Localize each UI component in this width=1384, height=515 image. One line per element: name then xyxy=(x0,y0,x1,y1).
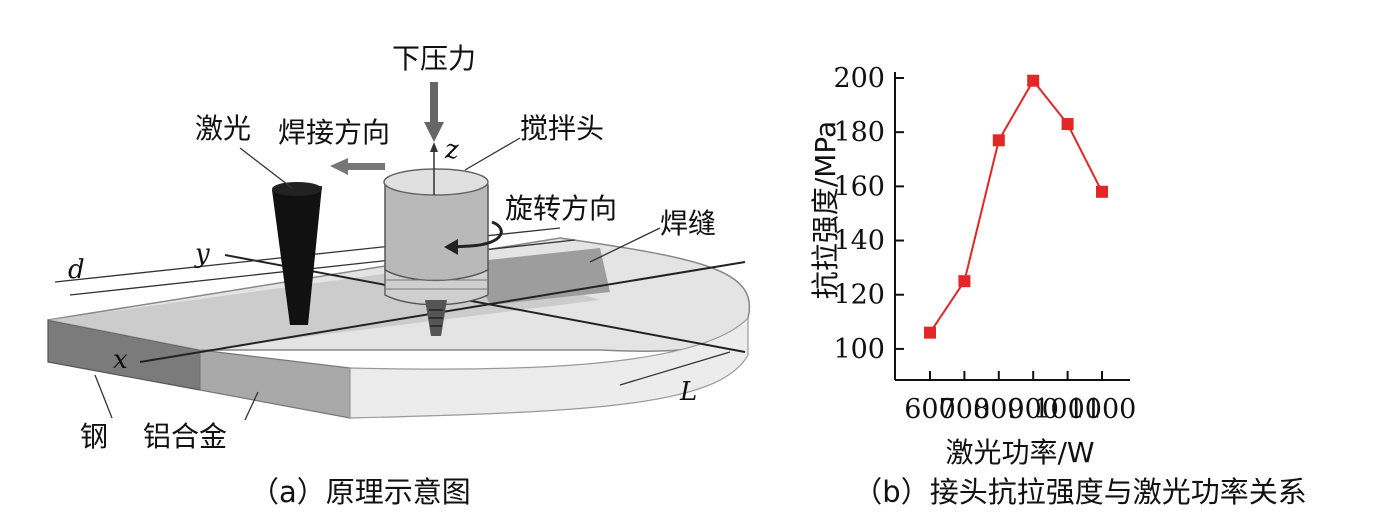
laser-beam-top xyxy=(272,182,322,196)
label-weld-seam: 焊缝 xyxy=(660,207,716,240)
y-tick-label: 120 xyxy=(833,280,885,311)
x-tick-label: 600 xyxy=(904,394,956,425)
label-laser: 激光 xyxy=(195,112,251,145)
series-layer xyxy=(924,74,1108,339)
schematic-diagram: 下压力 激光 焊接方向 搅拌头 旋转方向 焊缝 钢 铝合金 x y z d L … xyxy=(47,42,751,509)
laser-beam xyxy=(272,186,322,325)
weld-direction-arrow-head xyxy=(330,158,348,175)
leader-aluminum xyxy=(244,391,259,421)
y-ticks: 100 120 140 160 180 200 xyxy=(833,63,904,365)
leader-stir-head xyxy=(464,137,521,171)
label-rotation-direction: 旋转方向 xyxy=(505,192,617,225)
label-aluminum-alloy: 铝合金 xyxy=(143,420,227,453)
label-steel: 钢 xyxy=(80,420,108,453)
data-point xyxy=(1096,185,1108,198)
data-point xyxy=(992,134,1005,147)
x-tick-label: 900 xyxy=(1007,394,1059,425)
leader-laser xyxy=(239,147,293,189)
label-pressure: 下压力 xyxy=(392,42,476,75)
label-axis-x: x xyxy=(113,345,128,375)
pressure-arrow-shaft xyxy=(430,82,438,124)
series-line xyxy=(929,78,1103,334)
aluminum-plate-front xyxy=(199,349,351,419)
data-point xyxy=(958,275,971,288)
dim-d-line-2 xyxy=(69,239,576,296)
x-tick-label: 1100 xyxy=(1068,394,1137,425)
rotation-arrow-head xyxy=(444,239,458,255)
label-dim-d: d xyxy=(68,255,85,285)
y-axis-label: 抗拉强度/MPa xyxy=(809,121,842,299)
y-tick-label: 100 xyxy=(833,334,885,365)
y-tick-label: 160 xyxy=(833,171,885,202)
x-tick-label: 800 xyxy=(973,394,1025,425)
rotation-arrow xyxy=(451,220,503,249)
x-axis-label: 激光功率/W xyxy=(945,436,1094,469)
stir-head-tool xyxy=(383,168,489,336)
x-tick-label: 1000 xyxy=(1033,394,1102,425)
x-tick-label: 700 xyxy=(939,394,991,425)
weld-direction-arrow-shaft xyxy=(345,163,385,170)
caption-a: （a）原理示意图 xyxy=(250,475,471,509)
label-axis-y: y xyxy=(194,239,210,269)
caption-b: （b）接头抗拉强度与激光功率关系 xyxy=(853,475,1306,509)
data-point xyxy=(924,326,936,339)
y-tick-label: 140 xyxy=(833,226,885,257)
aluminum-plate-side xyxy=(349,316,749,419)
data-point xyxy=(1061,118,1074,131)
axis-z-arrow xyxy=(430,142,438,152)
pressure-arrow-head xyxy=(424,122,444,142)
y-tick-label: 200 xyxy=(833,63,885,94)
dim-L-line xyxy=(619,351,731,386)
y-tick-label: 180 xyxy=(833,117,885,148)
data-point xyxy=(1027,74,1040,87)
label-dim-L: L xyxy=(679,377,697,407)
label-weld-direction: 焊接方向 xyxy=(278,116,390,149)
label-stir-head: 搅拌头 xyxy=(520,112,604,145)
leader-weld-seam xyxy=(589,227,661,263)
label-axis-z: z xyxy=(444,135,459,165)
leader-steel xyxy=(94,374,113,419)
